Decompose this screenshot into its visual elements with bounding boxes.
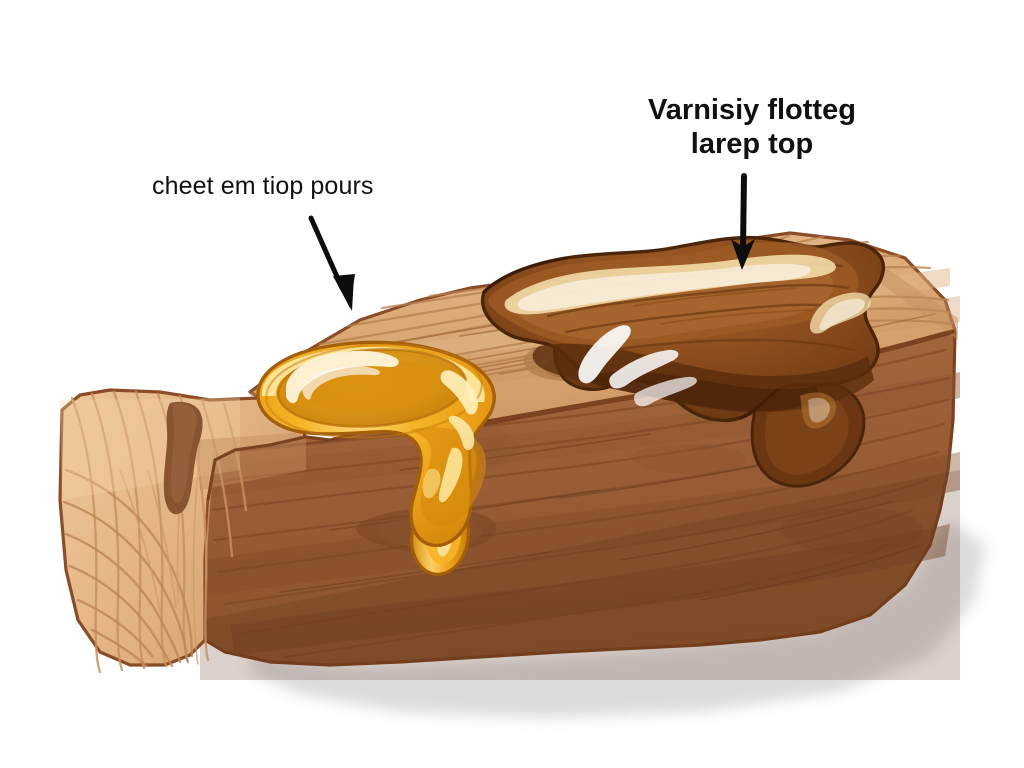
ground-shadow [250, 520, 985, 718]
honey-pour [256, 340, 515, 576]
honey-pour-label: cheet em tiop pours [152, 172, 374, 200]
varnish-pour [480, 235, 885, 488]
wood-knot-drip [163, 401, 203, 515]
annotation-arrow-right [731, 173, 755, 270]
varnish-pour-label-line1: Varnisiy flotteg [648, 94, 856, 126]
varnish-pour-label: Varnisiy flotteg larep top [620, 93, 884, 161]
varnish-pour-label-line2: larep top [690, 128, 814, 161]
annotation-arrow-left [308, 215, 355, 311]
